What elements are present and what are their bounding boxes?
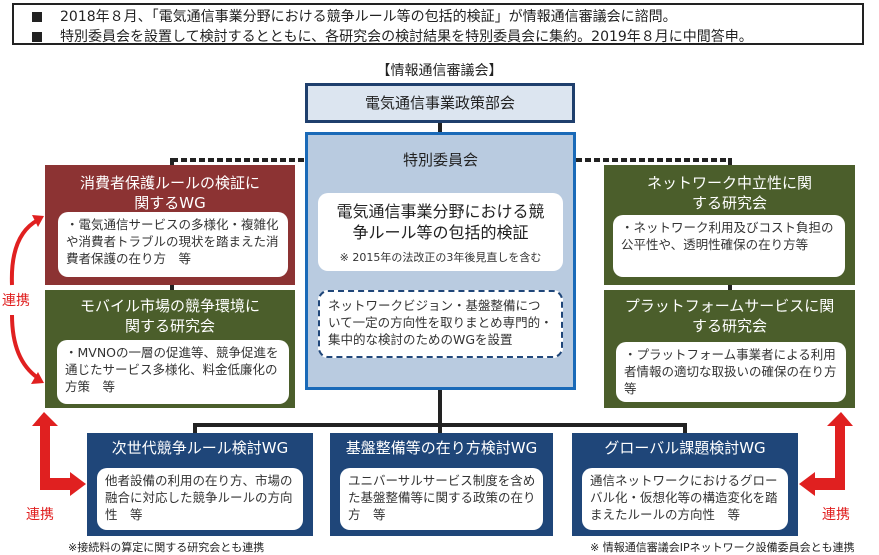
connector [438,123,442,133]
global-issues-wg: グローバル課題検討WG 通信ネットワークにおけるグローバル化・仮想化等の構造変化… [572,433,798,536]
special-committee-title: 特別委員会 [402,151,478,169]
box-title: ネットワーク中立性に関する研究会 [646,174,812,212]
infrastructure-wg: 基盤整備等の在り方検討WG ユニバーサルサービス制度を含めた基盤整備等に関する政… [330,433,553,536]
box-desc: ・プラットフォーム事業者による利用者情報の適切な取扱いの確保の在り方 等 [616,342,849,402]
main-topic-box: 電気通信事業分野における競争ルール等の包括的検証 ※ 2015年の法改正の3年後… [318,193,563,271]
link-label: 連携 [2,293,30,309]
main-topic-note: ※ 2015年の法改正の3年後見直しを含む [339,251,542,264]
connector [193,423,687,427]
link-arrow-icon [32,412,86,496]
consumer-protection-wg: 消費者保護ルールの検証に関するWG ・電気通信サービスの多様化・複雑化や消費者ト… [45,165,295,285]
mobile-market-study: モバイル市場の競争環境に関する研究会 ・MVNOの一層の促進等、競争促進を通じた… [45,290,295,408]
next-gen-competition-wg: 次世代競争ルール検討WG 他者設備の利用の在り方、市場の融合に対応した競争ルール… [87,433,313,536]
box-title: 基盤整備等の在り方検討WG [345,439,538,457]
box-desc: ・電気通信サービスの多様化・複雑化や消費者トラブルの現状を踏まえた消費者保護の在… [58,212,288,277]
wg-note: ネットワークビジョン・基盤整備について一定の方向性を取りまとめ専門的・集中的な検… [318,290,563,358]
dotted-connector [576,158,728,162]
box-desc: ・MVNOの一層の促進等、競争促進を通じたサービス多様化、料金低廉化の方策 等 [57,340,289,404]
box-desc: 他者設備の利用の在り方、市場の融合に対応した競争ルールの方向性 等 [97,468,303,530]
connector [170,158,174,166]
bullet-icon [32,32,42,42]
connector [683,423,687,434]
bullet-icon [32,12,42,22]
policy-committee: 電気通信事業政策部会 [305,83,575,123]
main-topic: 電気通信事業分野における競争ルール等の包括的検証 [336,202,545,242]
connector [728,158,732,166]
special-committee: 特別委員会 電気通信事業分野における競争ルール等の包括的検証 ※ 2015年の法… [305,132,576,390]
box-title: モバイル市場の競争環境に関する研究会 [79,297,260,335]
summary-line: 2018年８月、「電気通信事業分野における競争ルール等の包括的検証」が情報通信審… [60,9,677,25]
note-right: ※ 情報通信審議会IPネットワーク設備委員会とも連携 [590,541,855,554]
box-title: 次世代競争ルール検討WG [111,439,289,457]
box-desc: ・ネットワーク利用及びコスト負担の公平性や、透明性確保の在り方等 [613,215,845,277]
note-left: ※接続料の算定に関する研究会とも連携 [68,541,265,554]
link-arrow-icon [9,215,44,384]
link-label: 連携 [26,507,54,523]
link-label: 連携 [822,507,850,523]
connector [728,284,732,291]
box-desc: 通信ネットワークにおけるグローバル化・仮想化等の構造変化を踏まえたルールの方向性… [582,468,788,530]
summary-box: 2018年８月、「電気通信事業分野における競争ルール等の包括的検証」が情報通信審… [12,3,864,45]
platform-service-study: プラットフォームサービスに関する研究会 ・プラットフォーム事業者による利用者情報… [604,290,855,408]
net-neutrality-study: ネットワーク中立性に関する研究会 ・ネットワーク利用及びコスト負担の公平性や、透… [604,165,855,285]
summary-line: 特別委員会を設置して検討するとともに、各研究会の検討結果を特別委員会に集約。20… [60,29,753,45]
connector [438,390,442,434]
dotted-connector [172,158,305,162]
connector [170,284,174,291]
box-desc: ユニバーサルサービス制度を含めた基盤整備等に関する政策の在り方 等 [340,468,543,530]
connector [193,423,197,434]
link-arrow-icon [799,412,853,496]
box-title: 消費者保護ルールの検証に関するWG [79,174,260,212]
box-title: グローバル課題検討WG [604,439,766,457]
council-label: 【情報通信審議会】 [376,63,503,79]
box-title: プラットフォームサービスに関する研究会 [624,297,835,335]
